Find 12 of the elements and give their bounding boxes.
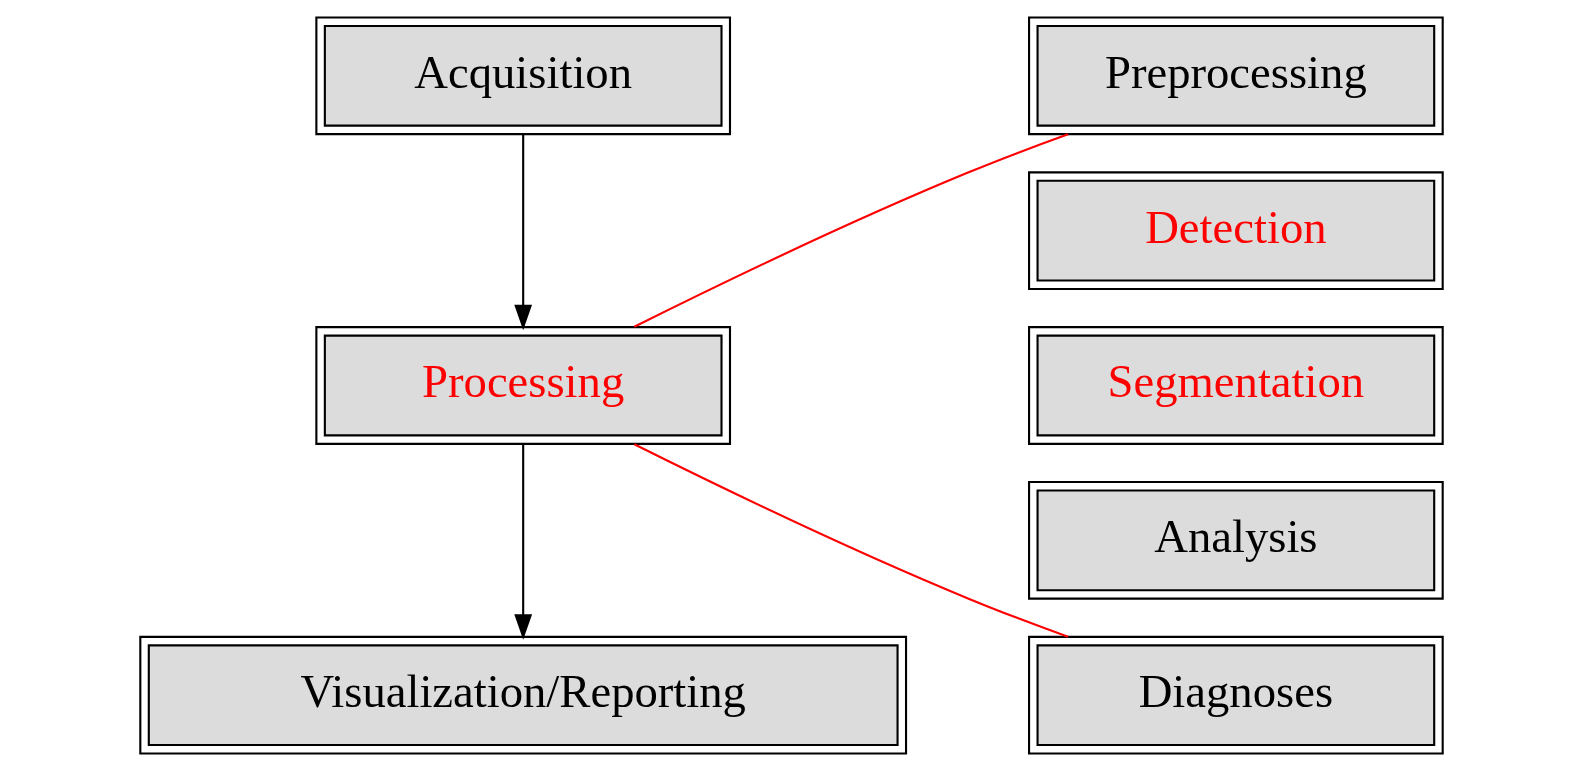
connector xyxy=(633,442,1068,638)
node-box: Processing xyxy=(314,325,731,445)
node-box: Diagnoses xyxy=(1027,635,1444,755)
arrow xyxy=(513,443,532,640)
node-box: Segmentation xyxy=(1027,325,1444,445)
arrow xyxy=(513,134,532,330)
node-box: Acquisition xyxy=(314,15,731,135)
node-box: Preprocessing xyxy=(1027,15,1444,135)
node-box: Analysis xyxy=(1027,480,1444,600)
connector xyxy=(633,132,1068,328)
node-box: Detection xyxy=(1027,170,1444,290)
node-box: Visualization/Reporting xyxy=(138,635,907,755)
